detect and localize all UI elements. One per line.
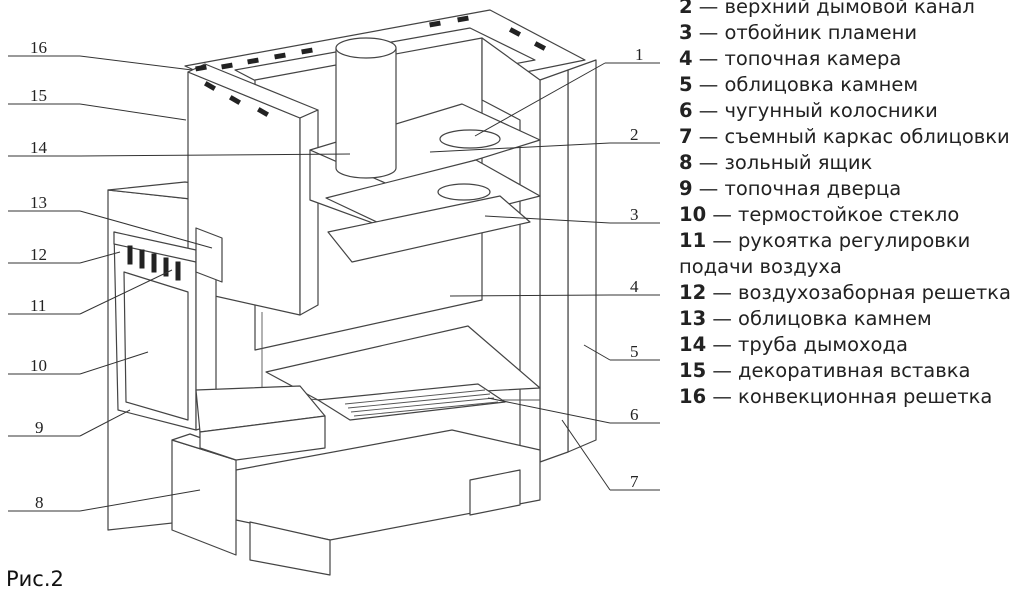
- legend-item-number: 6: [679, 99, 693, 122]
- legend-item: 8 — зольный ящик: [679, 150, 1021, 176]
- legend-item-text: декоративная вставка: [738, 359, 971, 382]
- legend-item-dash: —: [706, 229, 739, 252]
- legend-item-text: конвекционная решетка: [738, 385, 993, 408]
- legend-item-text: отбойник пламени: [724, 21, 918, 44]
- callout-12: 12: [30, 245, 47, 264]
- callout-1: 1: [635, 45, 644, 64]
- legend-item: 10 — термостойкое стекло: [679, 202, 1021, 228]
- door-sill-front: [199, 415, 326, 461]
- legend-item: 4 — топочная камера: [679, 46, 1021, 72]
- callout-4: 4: [630, 277, 639, 296]
- callout-3: 3: [630, 205, 639, 224]
- stove-diagram: 1 2 3 4 5 6 7 8 9 10 11 12 13 14 15 16: [8, 9, 660, 576]
- callout-leaders: [8, 55, 660, 512]
- legend-item-dash: —: [692, 151, 725, 174]
- legend-item-dash: —: [706, 203, 739, 226]
- legend-item-number: 2: [679, 0, 693, 18]
- chimney-pipe-top: [335, 37, 397, 59]
- legend-item-dash: —: [692, 21, 725, 44]
- legend-item-number: 8: [679, 151, 693, 174]
- callout-15: 15: [30, 86, 47, 105]
- figure-caption: Рис.2: [6, 567, 64, 591]
- legend-item: 7 — съемный каркас облицовки: [679, 124, 1021, 150]
- legend-item-dash: —: [706, 307, 739, 330]
- legend-item-dash: —: [706, 281, 739, 304]
- callout-2: 2: [630, 125, 639, 144]
- legend-item: 5 — облицовка камнем: [679, 72, 1021, 98]
- ash-box-leg-right: [469, 469, 521, 516]
- callout-5: 5: [630, 342, 639, 361]
- callout-9: 9: [35, 418, 44, 437]
- legend-item-dash: —: [692, 177, 725, 200]
- legend-item-text: топочная камера: [724, 47, 902, 70]
- legend-item-text: термостойкое стекло: [738, 203, 960, 226]
- legend-item-number: 5: [679, 73, 693, 96]
- callout-16: 16: [30, 38, 47, 57]
- ash-box-leg: [249, 521, 331, 576]
- legend-item-text: рукоятка регулировки подачи воздуха: [679, 229, 971, 278]
- legend-item-text: чугунный колосники: [724, 99, 938, 122]
- decorative-insert-side: [299, 109, 319, 316]
- legend-item-dash: —: [706, 359, 739, 382]
- legend-item-dash: —: [692, 0, 725, 18]
- callout-13: 13: [30, 193, 47, 212]
- legend-item: 15 — декоративная вставка: [679, 358, 1021, 384]
- legend-item-text: воздухозаборная решетка: [738, 281, 1011, 304]
- middle-shelf: [325, 159, 541, 233]
- legend-item-text: облицовка камнем: [738, 307, 932, 330]
- legend-item-dash: —: [692, 99, 725, 122]
- legend-item: 13 — облицовка камнем: [679, 306, 1021, 332]
- legend-item-text: облицовка камнем: [724, 73, 919, 96]
- shelf-hole-middle: [437, 183, 491, 201]
- legend-item-text: верхний дымовой канал: [724, 0, 975, 18]
- legend-item: 16 — конвекционная решетка: [679, 384, 1021, 410]
- callout-7: 7: [630, 472, 639, 491]
- callout-6: 6: [630, 405, 639, 424]
- legend-item: 2 — верхний дымовой канал: [679, 0, 1021, 20]
- legend-item-dash: —: [692, 47, 725, 70]
- callout-10: 10: [30, 356, 47, 375]
- legend-item-number: 12: [679, 281, 707, 304]
- legend-item: 14 — труба дымохода: [679, 332, 1021, 358]
- legend-item-text: топочная дверца: [724, 177, 902, 200]
- legend-item-number: 16: [679, 385, 707, 408]
- legend-item: 9 — топочная дверца: [679, 176, 1021, 202]
- removable-frame: [539, 69, 569, 463]
- legend-item-number: 7: [679, 125, 693, 148]
- legend-item-number: 9: [679, 177, 693, 200]
- chimney-pipe: [335, 47, 397, 179]
- legend-item-number: 4: [679, 47, 693, 70]
- legend-item-dash: —: [692, 125, 725, 148]
- legend-item-dash: —: [692, 73, 725, 96]
- heat-resistant-glass: [123, 271, 189, 421]
- grate-bars: [344, 389, 499, 417]
- legend-item-number: 3: [679, 21, 693, 44]
- air-slots: [127, 245, 181, 281]
- legend-item: 3 — отбойник пламени: [679, 20, 1021, 46]
- legend-item-number: 11: [679, 229, 707, 252]
- stone-cladding-front: [195, 227, 223, 283]
- callout-11: 11: [30, 296, 46, 315]
- legend-item-number: 14: [679, 333, 707, 356]
- shelf-hole-upper: [439, 129, 501, 149]
- legend-item-number: 10: [679, 203, 707, 226]
- legend-item-dash: —: [706, 385, 739, 408]
- legend-item-number: 15: [679, 359, 707, 382]
- flame-deflector: [327, 195, 531, 263]
- legend-item-text: труба дымохода: [738, 333, 908, 356]
- callout-8: 8: [35, 493, 44, 512]
- legend-item-dash: —: [706, 333, 739, 356]
- right-cladding-panel: [567, 59, 597, 453]
- callout-14: 14: [30, 138, 48, 157]
- legend-item-text: зольный ящик: [724, 151, 873, 174]
- convection-holes: [195, 15, 547, 117]
- legend-item-text: съемный каркас облицовки: [724, 125, 1010, 148]
- legend-item: 12 — воздухозаборная решетка: [679, 280, 1021, 306]
- legend-item: 6 — чугунный колосники: [679, 98, 1021, 124]
- legend-item-number: 13: [679, 307, 707, 330]
- legend-item: 11 — рукоятка регулировки подачи воздуха: [679, 228, 1021, 280]
